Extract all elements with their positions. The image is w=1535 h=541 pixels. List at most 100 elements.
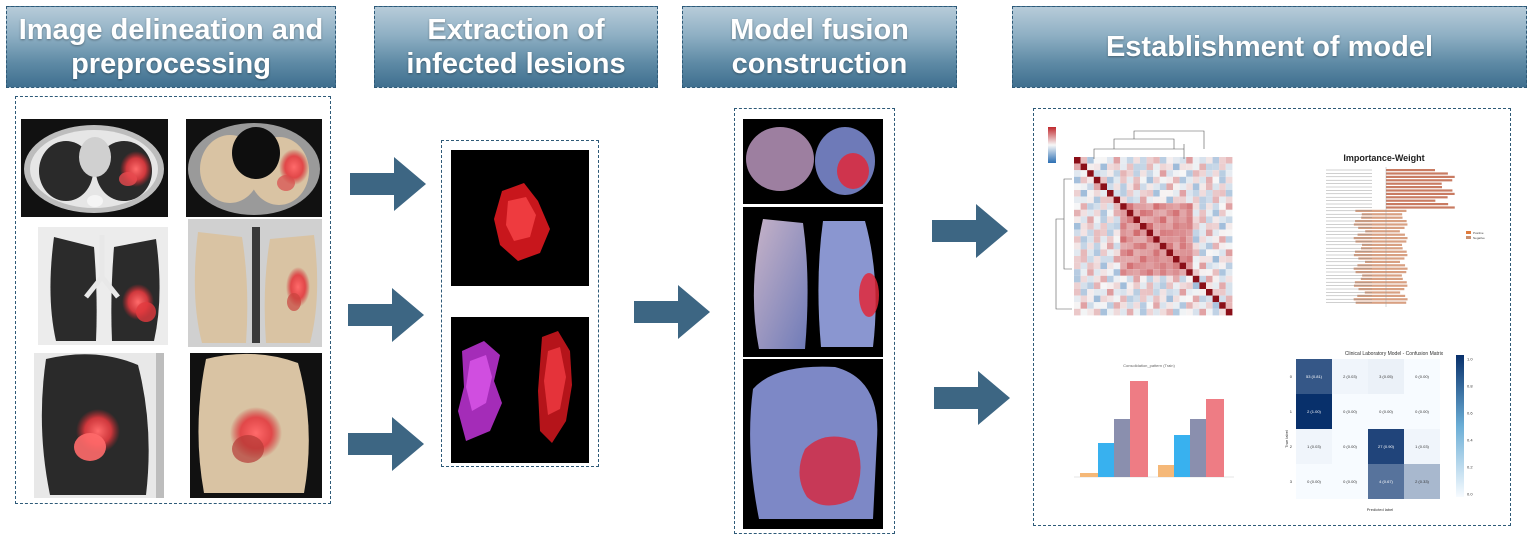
heatmap-cell [1153, 308, 1160, 316]
heatmap-cell [1153, 289, 1160, 296]
heatmap-cell [1107, 302, 1114, 309]
heatmap-cell [1192, 196, 1200, 204]
heatmap-cell [1166, 282, 1173, 289]
heatmap-cell [1159, 196, 1167, 204]
heatmap-cell [1120, 183, 1127, 190]
heatmap-cell [1113, 183, 1121, 190]
heatmap-cell [1093, 308, 1101, 316]
heatmap-cell [1212, 190, 1220, 197]
heatmap-cell [1153, 256, 1160, 263]
heatmap-cell [1179, 256, 1187, 263]
importance-bar [1386, 240, 1407, 243]
confusion-cell [1332, 429, 1368, 464]
heatmap-cell [1153, 176, 1160, 184]
stage-title-1: Image delineation and preprocessing [18, 14, 324, 80]
heatmap-cell [1173, 229, 1180, 237]
heatmap-cell [1080, 229, 1088, 237]
heatmap-cell [1159, 269, 1167, 276]
heatmap-cell [1146, 242, 1154, 250]
heatmap-cell [1133, 223, 1140, 230]
heatmap-cell [1219, 256, 1226, 263]
legend-negative: Negative [1473, 236, 1485, 240]
confusion-cell [1296, 359, 1332, 394]
heatmap-cell [1159, 223, 1167, 230]
heatmap-cell [1146, 176, 1154, 184]
heatmap-cell [1126, 229, 1134, 237]
dendrogram [1055, 130, 1205, 310]
heatmap-cell [1140, 216, 1147, 223]
heatmap-cell [1212, 295, 1220, 303]
confusion-cell [1404, 429, 1440, 464]
importance-bar [1361, 213, 1386, 216]
confusion-ylabel: True label [1284, 430, 1289, 448]
heatmap-cell [1179, 308, 1187, 316]
model-charts: Importance-Weight Positive Negative Cons… [1048, 127, 1485, 512]
heatmap-cell [1166, 308, 1173, 316]
heatmap-cell [1219, 203, 1226, 210]
heatmap-cell [1140, 262, 1147, 270]
heatmap-cell [1120, 170, 1127, 177]
arrow-right-icon [934, 371, 1010, 425]
importance-bar [1361, 247, 1386, 250]
heatmap-cell [1153, 275, 1160, 283]
heatmap-cell [1199, 223, 1206, 230]
heatmap-cell [1179, 295, 1187, 303]
heatmap-cell [1100, 176, 1107, 184]
heatmap-cell [1140, 176, 1147, 184]
heatmap-cell [1133, 176, 1140, 184]
heatmap-cell [1186, 282, 1193, 289]
importance-bars [1326, 167, 1455, 307]
axial-ct-raw [21, 119, 168, 217]
heatmap-cell [1074, 163, 1081, 171]
stage-title-3: Model fusion construction [730, 14, 909, 80]
heatmap-cell [1219, 183, 1226, 190]
heatmap-cell [1113, 295, 1121, 303]
heatmap-cell [1225, 275, 1233, 283]
heatmap-cell [1126, 209, 1134, 217]
heatmap-cell [1074, 295, 1081, 303]
confusion-cell-label: 3 (0.05) [1379, 374, 1393, 379]
heatmap-cell [1113, 262, 1121, 270]
heatmap-cell [1133, 216, 1140, 223]
ct-slices-graphic [21, 119, 322, 498]
heatmap-cell [1080, 209, 1088, 217]
heatmap-cell [1100, 308, 1107, 316]
heatmap-cell [1100, 223, 1107, 230]
heatmap-cell [1219, 269, 1226, 276]
heatmap-cell [1166, 236, 1173, 243]
heatmap-cell [1179, 262, 1187, 270]
colorbar-tick: 0.8 [1467, 384, 1473, 389]
heatmap-cell [1212, 302, 1220, 309]
heatmap-cell [1179, 275, 1187, 283]
heatmap-cell [1179, 249, 1187, 256]
heatmap-cell [1166, 176, 1173, 184]
heatmap-cell [1206, 223, 1213, 230]
heatmap-cell [1080, 256, 1088, 263]
importance-bar [1386, 294, 1406, 297]
heatmap-cell [1074, 170, 1081, 177]
heatmap-cell [1087, 262, 1094, 270]
heatmap-cell [1093, 269, 1101, 276]
heatmap-cell [1100, 163, 1107, 171]
heatmap-cell [1100, 262, 1107, 270]
heatmap-cell [1087, 275, 1094, 283]
heatmap-cell [1100, 289, 1107, 296]
heatmap-cell [1199, 209, 1206, 217]
heatmap-cell [1120, 203, 1127, 210]
heatmap-cell [1212, 176, 1220, 184]
heatmap-cell [1173, 170, 1180, 177]
heatmap-cell [1159, 289, 1167, 296]
heatmap-cell [1186, 236, 1193, 243]
importance-bar [1386, 172, 1448, 175]
heatmap-cell [1087, 308, 1094, 316]
heatmap-cell [1113, 229, 1121, 237]
heatmap-cell [1199, 302, 1206, 309]
stage-header-2: Extraction of infected lesions [374, 6, 658, 88]
heatmap-cell [1080, 196, 1088, 204]
confusion-cell [1368, 359, 1404, 394]
colorbar-tick: 1.0 [1467, 357, 1473, 362]
heatmap-cell [1192, 289, 1200, 296]
heatmap-cell [1113, 216, 1121, 223]
heatmap-cell [1192, 157, 1200, 164]
heatmap-cell [1074, 282, 1081, 289]
